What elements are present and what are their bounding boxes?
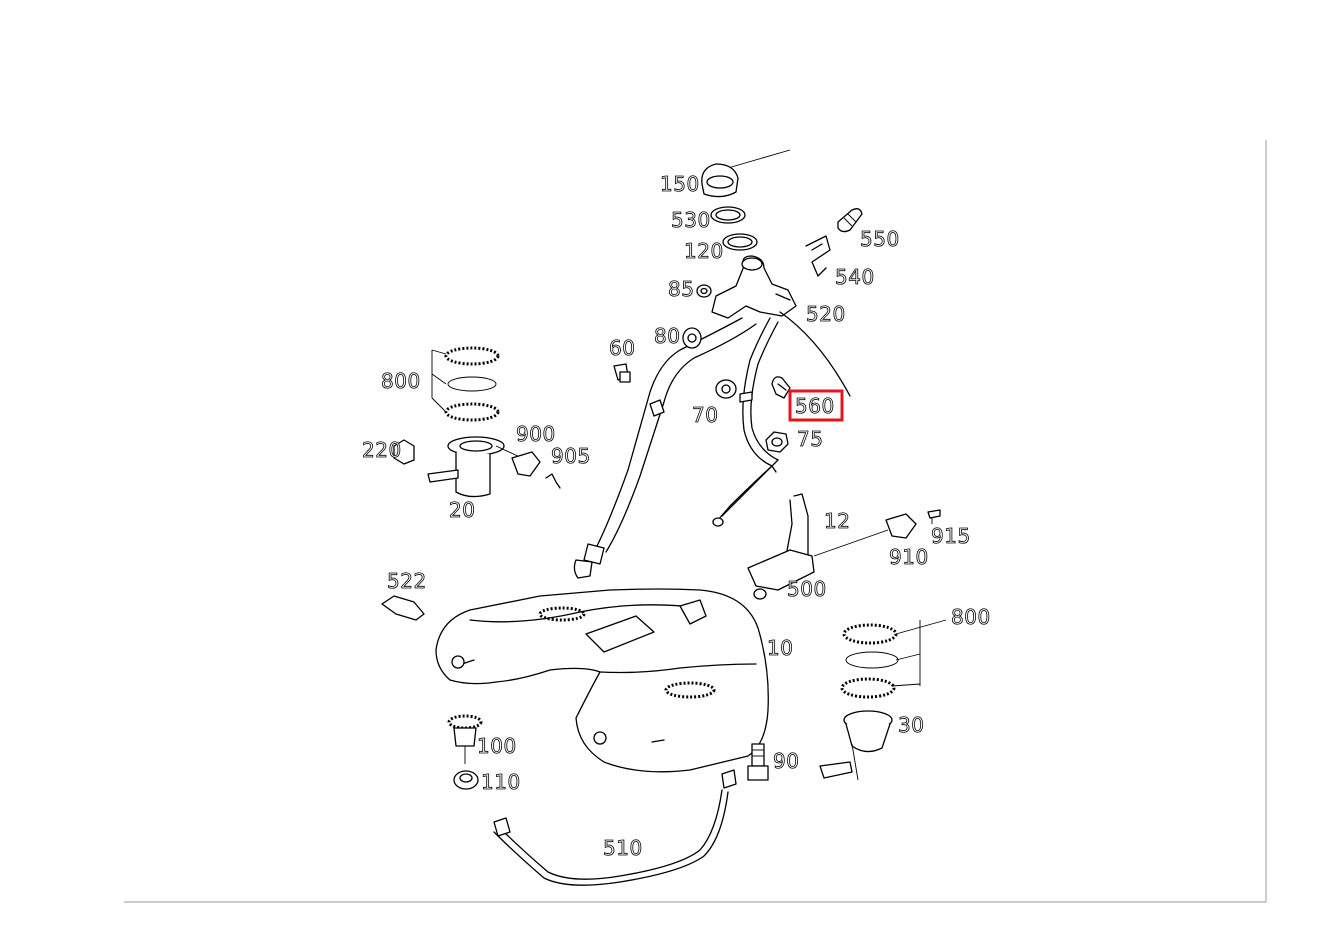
callout-12[interactable]: 12 — [824, 509, 851, 534]
clip-220[interactable] — [393, 439, 415, 465]
callout-905[interactable]: 905 — [551, 444, 591, 469]
callout-100[interactable]: 100 — [477, 734, 517, 759]
callout-900[interactable]: 900 — [516, 422, 556, 447]
bracket-12[interactable] — [785, 493, 809, 561]
callout-220[interactable]: 220 — [362, 438, 402, 463]
callout-60[interactable]: 60 — [609, 336, 636, 361]
washer-85[interactable] — [696, 284, 712, 298]
callout-530[interactable]: 530 — [671, 208, 711, 233]
connector-900[interactable] — [511, 451, 541, 477]
callout-540[interactable]: 540 — [835, 265, 875, 290]
callout-150[interactable]: 150 — [660, 172, 700, 197]
connector-910[interactable] — [885, 513, 917, 539]
clip-522[interactable] — [381, 595, 425, 621]
pin-915[interactable] — [927, 509, 941, 524]
callout-30[interactable]: 30 — [898, 713, 925, 738]
callout-522[interactable]: 522 — [387, 569, 427, 594]
pin-905[interactable] — [545, 473, 561, 489]
seal-ring-530[interactable] — [710, 206, 746, 224]
seal-ring-800-left-group[interactable] — [431, 346, 500, 422]
callout-800-left[interactable]: 800 — [381, 369, 421, 394]
cap-100[interactable] — [447, 714, 483, 764]
callout-560[interactable]: 560 — [795, 394, 835, 419]
bracket-540[interactable] — [805, 235, 831, 277]
grommet-550[interactable] — [837, 208, 863, 233]
cap-110[interactable] — [453, 770, 479, 790]
strap-510[interactable] — [493, 769, 737, 886]
filler-neck-520[interactable] — [573, 255, 851, 579]
callout-70[interactable]: 70 — [692, 403, 719, 428]
callout-110[interactable]: 110 — [481, 770, 521, 795]
callout-90[interactable]: 90 — [773, 749, 800, 774]
callout-800-right[interactable]: 800 — [951, 605, 991, 630]
pump-module-30[interactable] — [819, 710, 893, 781]
callout-85[interactable]: 85 — [668, 277, 695, 302]
callout-80[interactable]: 80 — [654, 324, 681, 349]
bolt-90[interactable] — [747, 743, 769, 781]
fuel-pump-module-20[interactable] — [427, 436, 523, 498]
fuel-cap-150[interactable] — [701, 149, 791, 198]
callout-20[interactable]: 20 — [449, 498, 476, 523]
grommet-70[interactable] — [715, 379, 737, 399]
callout-910[interactable]: 910 — [889, 545, 929, 570]
seal-ring-120[interactable] — [722, 233, 758, 251]
callout-10[interactable]: 10 — [767, 636, 794, 661]
callout-75[interactable]: 75 — [797, 427, 824, 452]
callout-510[interactable]: 510 — [603, 836, 643, 861]
highlight-box-560 — [788, 389, 844, 422]
callout-120[interactable]: 120 — [684, 239, 724, 264]
fuel-tank-10[interactable] — [435, 588, 769, 773]
grommet-80[interactable] — [682, 327, 702, 349]
callout-500[interactable]: 500 — [787, 577, 827, 602]
callout-915[interactable]: 915 — [931, 524, 971, 549]
nut-75[interactable] — [765, 431, 789, 453]
callout-520[interactable]: 520 — [806, 302, 846, 327]
sensor-500[interactable] — [747, 529, 889, 600]
bolt-60[interactable] — [613, 363, 631, 383]
callout-550[interactable]: 550 — [860, 227, 900, 252]
clamp-560[interactable] — [771, 376, 791, 399]
seal-ring-800-right-group[interactable] — [840, 619, 947, 699]
